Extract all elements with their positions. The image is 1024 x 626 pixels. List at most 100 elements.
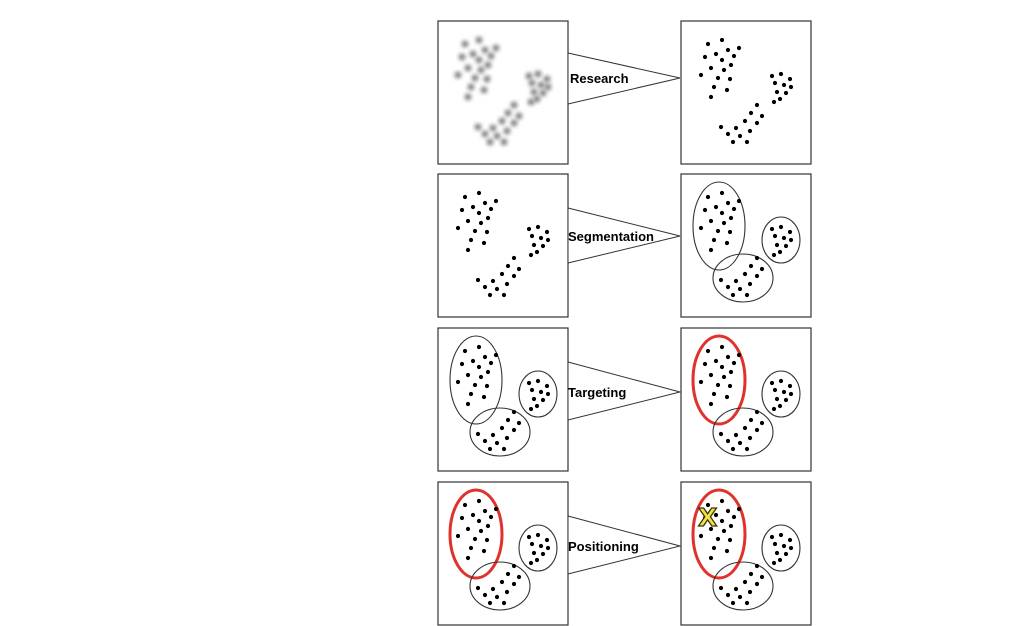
data-point (708, 401, 714, 407)
data-point (711, 237, 717, 243)
data-point (725, 354, 731, 360)
data-point (719, 190, 725, 196)
data-point (708, 65, 714, 71)
step-label-research: Research (570, 71, 629, 86)
data-point (731, 206, 737, 212)
segment-ring (469, 407, 531, 457)
data-point (708, 94, 714, 100)
target-segment-ring (448, 488, 504, 580)
data-point (771, 560, 777, 566)
data-point (769, 534, 775, 540)
data-point (778, 378, 784, 384)
step-row-research: Research (437, 20, 812, 165)
data-point (480, 86, 488, 94)
data-point (754, 427, 760, 433)
data-point (501, 292, 507, 298)
data-point (545, 545, 551, 551)
data-point (488, 514, 494, 520)
data-point (505, 263, 511, 269)
data-point (534, 249, 540, 255)
data-point (458, 53, 466, 61)
data-point (455, 225, 461, 231)
data-point (719, 518, 725, 524)
target-segment-highlighted (448, 488, 558, 611)
data-point (718, 124, 724, 130)
data-point (754, 120, 760, 126)
data-point (537, 81, 545, 89)
data-point (543, 75, 551, 83)
data-point (733, 432, 739, 438)
data-point (498, 117, 506, 125)
data-point (510, 101, 518, 109)
data-point (470, 358, 476, 364)
data-point (459, 515, 465, 521)
data-point (771, 99, 777, 105)
data-point (728, 62, 734, 68)
data-point (711, 391, 717, 397)
fuzzy-data-points (454, 36, 552, 146)
data-point (718, 585, 724, 591)
data-point (511, 273, 517, 279)
data-point (484, 383, 490, 389)
data-point (777, 249, 783, 255)
data-point (721, 528, 727, 534)
segment-ring (712, 561, 774, 611)
data-point (783, 551, 789, 557)
data-point (475, 36, 483, 44)
data-point (719, 364, 725, 370)
data-point (454, 71, 462, 79)
data-point (459, 207, 465, 213)
data-point (478, 528, 484, 534)
data-point (702, 54, 708, 60)
data-point (713, 51, 719, 57)
data-point (759, 574, 765, 580)
data-point (744, 446, 750, 452)
data-point (747, 128, 753, 134)
data-point (771, 406, 777, 412)
data-point (461, 40, 469, 48)
data-point (500, 138, 508, 146)
data-points (455, 190, 551, 298)
data-point (705, 194, 711, 200)
data-point (721, 374, 727, 380)
data-point (719, 210, 725, 216)
data-point (462, 194, 468, 200)
data-point (748, 263, 754, 269)
data-point (493, 506, 499, 512)
data-point (737, 440, 743, 446)
data-point (467, 83, 475, 91)
data-point (534, 557, 540, 563)
data-point (721, 220, 727, 226)
transform-connector (567, 207, 681, 264)
data-point (783, 90, 789, 96)
data-point (501, 446, 507, 452)
data-point (769, 226, 775, 232)
data-point (462, 502, 468, 508)
data-point (471, 74, 479, 82)
data-point (708, 526, 714, 532)
data-point (531, 396, 537, 402)
data-point (698, 225, 704, 231)
data-point (494, 286, 500, 292)
segment-ring (692, 181, 746, 271)
data-point (516, 266, 522, 272)
data-point (702, 207, 708, 213)
step-row-segmentation: Segmentation (437, 173, 812, 318)
data-point (744, 292, 750, 298)
data-point (540, 243, 546, 249)
data-point (783, 243, 789, 249)
data-point (754, 581, 760, 587)
data-point (538, 235, 544, 241)
data-point (754, 102, 760, 108)
segment-ring (761, 524, 801, 572)
data-point (774, 550, 780, 556)
data-point (533, 95, 541, 103)
data-point (719, 498, 725, 504)
data-point (748, 571, 754, 577)
data-point (487, 292, 493, 298)
data-point (737, 133, 743, 139)
data-point (531, 242, 537, 248)
data-point (736, 198, 742, 204)
data-point (492, 44, 500, 52)
data-point (478, 374, 484, 380)
